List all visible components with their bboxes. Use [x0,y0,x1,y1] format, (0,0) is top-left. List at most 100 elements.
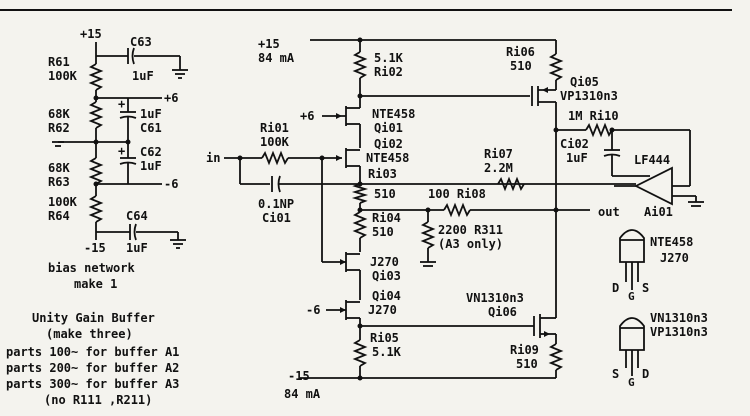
r61-name: R61 [48,55,70,69]
notes-line3: parts 300~ for buffer A3 [6,377,179,391]
r63-value: 68K [48,161,70,175]
ri02-name: Ri02 [374,65,403,79]
qi04-part: J270 [368,303,397,317]
resistor-ri08 [443,202,471,218]
input-label: in [206,151,220,165]
rail-plus6-label: +6 [164,91,178,105]
transistor-qi06 [533,314,556,338]
c64-name: C64 [126,209,148,223]
jfet-line2: J270 [660,251,689,265]
mosfet-pin-2: G [628,376,635,389]
rail-minus6-label: -6 [164,177,178,191]
notes-subtitle: (make three) [46,327,133,341]
notes-line2: parts 200~ for buffer A2 [6,361,179,375]
r61-value: 100K [48,69,78,83]
c64-value: 1uF [126,241,148,255]
transistor-qi02 [336,148,360,168]
jfet-pin-2: G [628,290,635,303]
opamp-part: LF444 [634,153,670,167]
transistor-qi04 [340,300,360,320]
c61-value: 1uF [140,107,162,121]
ci02-name: Ci02 [560,137,589,151]
mosfet-line1: VN1310n3 [650,311,708,325]
r62-value: 68K [48,107,70,121]
output-label: out [598,205,620,219]
qi02-name: Qi02 [374,137,403,151]
jfet-pinout: NTE458 J270 D G S [612,229,693,303]
ri09-value: 510 [516,357,538,371]
jfet-line1: NTE458 [650,235,693,249]
mosfet-line2: VP1310n3 [650,325,708,339]
mosfet-pin-1: S [612,367,619,381]
jfet-package-icon [619,229,645,263]
ri06-value: 510 [510,59,532,73]
resistor-r61 [88,63,104,91]
qi03-part: J270 [370,255,399,269]
ci02-value: 1uF [566,151,588,165]
resistor-ri09 [548,343,564,371]
qi01-part: NTE458 [372,107,415,121]
svg-text:+: + [118,97,125,111]
r311-label: 2200 R311 [438,223,503,237]
c62-value: 1uF [140,159,162,173]
opamp-name: Ai01 [644,205,673,219]
resistor-r64 [88,195,104,223]
resistor-ri07 [497,176,525,192]
resistor-r63 [88,157,104,185]
resistor-r62 [88,101,104,129]
ri03-name: Ri03 [368,167,397,181]
r63-name: R63 [48,175,70,189]
bias-supply-top: +15 [80,27,102,41]
qi02-part: NTE458 [366,151,409,165]
resistor-ri06 [548,53,564,81]
ri05-value: 5.1K [372,345,402,359]
bias-caption-line1: bias network [48,261,135,275]
r62-name: R62 [48,121,70,135]
supply-bottom-label: -15 [288,369,310,383]
notes-line4: (no R111 ,R211) [44,393,152,407]
ri08-label: 100 Ri08 [428,187,486,201]
buffer-notes: Unity Gain Buffer (make three) parts 100… [6,311,179,407]
qi04-name: Qi04 [372,289,401,303]
minus6-label: -6 [306,303,320,317]
bias-caption-line2: make 1 [74,277,117,291]
buffer-circuit: +15 84 mA 5.1K Ri02 Ri06 510 Qi05 VP1310… [206,37,704,401]
resistor-ri04 [352,211,368,239]
current-bottom-label: 84 mA [284,387,321,401]
r64-name: R64 [48,209,70,223]
current-top-label: 84 mA [258,51,295,65]
jfet-pin-3: S [642,281,649,295]
qi01-name: Qi01 [374,121,403,135]
c63-name: C63 [130,35,152,49]
ci01-value: 0.1NP [258,197,294,211]
transistor-qi05 [531,86,556,106]
supply-top-label: +15 [258,37,280,51]
notes-line1: parts 100~ for buffer A1 [6,345,179,359]
ri07-name: Ri07 [484,147,513,161]
r64-value: 100K [48,195,78,209]
qi06-name: Qi06 [488,305,517,319]
ri04-value: 510 [372,225,394,239]
plus6-label: +6 [300,109,314,123]
mosfet-package-icon [619,317,645,351]
resistor-ri10 [585,122,613,138]
opamp-ai01 [633,166,673,206]
resistor-ri02 [352,51,368,79]
mosfet-pinout: VN1310n3 VP1310n3 S G D [612,311,708,389]
resistor-ri01 [261,150,289,166]
ri01-name: Ri01 [260,121,289,135]
ri04-name: Ri04 [372,211,401,225]
c61-name: C61 [140,121,162,135]
qi03-name: Qi03 [372,269,401,283]
jfet-pin-1: D [612,281,619,295]
r311-note: (A3 only) [438,237,503,251]
resistor-ri05 [352,339,368,367]
qi05-name: Qi05 [570,75,599,89]
c63-value: 1uF [132,69,154,83]
transistor-qi03 [340,252,360,272]
ri06-name: Ri06 [506,45,535,59]
bias-network: +15 C63 1uF R61 100K +6 + 1uF C61 68K R6… [48,27,188,291]
transistor-qi01 [336,106,360,126]
